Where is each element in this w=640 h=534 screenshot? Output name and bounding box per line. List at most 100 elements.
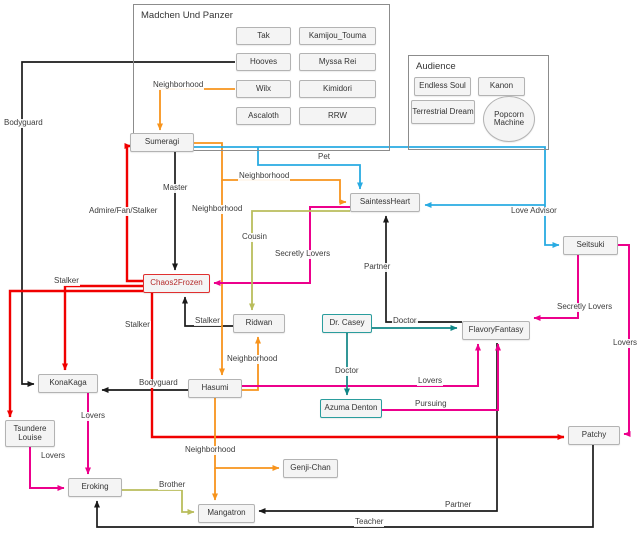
node-label-mangatron: Mangatron: [207, 508, 246, 518]
node-chaos2frozen: Chaos2Frozen: [143, 274, 210, 293]
edge-label-hasumi-flavoryfantasy: Lovers: [417, 376, 444, 386]
node-ridwan: Ridwan: [233, 314, 285, 333]
edge-label-flavoryfantasy-saintessheart: Partner: [363, 262, 392, 272]
node-hooves: Hooves: [236, 53, 291, 71]
edge-label-seitsuki-patchy: Lovers: [612, 338, 639, 348]
node-tak: Tak: [236, 27, 291, 45]
edge-label-drcasey-azuma: Doctor: [334, 366, 360, 376]
node-label-konakaga: KonaKaga: [49, 378, 87, 388]
edge-label-sumeragi-chaos2frozen: Master: [162, 183, 189, 193]
edge-chaos2frozen-konakaga: [62, 284, 143, 371]
edge-hooves-konakaga: [21, 61, 235, 387]
node-kanon: Kanon: [478, 77, 525, 96]
edge-seitsuki-flavoryfantasy: [533, 255, 579, 321]
edge-patchy-eroking: [94, 445, 594, 528]
node-seitsuki: Seitsuki: [563, 236, 618, 255]
edge-chaos2frozen-tsundere: [7, 289, 143, 418]
node-label-azuma-denton: Azuma Denton: [324, 403, 378, 413]
node-popcorn-machine: Popcorn Machine: [483, 96, 535, 142]
node-eroking: Eroking: [68, 478, 122, 497]
edge-label-patchy-eroking: Teacher: [354, 517, 385, 527]
node-sumeragi: Sumeragi: [130, 133, 194, 152]
edge-label-seitsuki-flavoryfantasy: Secretly Lovers: [556, 302, 614, 312]
edge-label-saintessheart-chaos2frozen: Secretly Lovers: [274, 249, 332, 259]
edge-label-sumeragi-hasumi: Neighborhood: [191, 204, 244, 214]
edge-tsundere-eroking: [29, 447, 65, 491]
node-wilx: Wilx: [236, 80, 291, 98]
edge-chaos2frozen-patchy: [150, 293, 565, 440]
node-hasumi: Hasumi: [188, 379, 242, 398]
node-label-myssa-rei: Myssa Rei: [318, 56, 357, 66]
edge-azuma-flavoryfantasy: [382, 343, 501, 411]
node-mangatron: Mangatron: [198, 504, 255, 523]
node-label-kamijou-touma: Kamijou_Touma: [308, 30, 367, 40]
edge-ridwan-chaos2frozen: [182, 296, 233, 327]
node-terrestrial-dream: Terrestrial Dream: [411, 100, 475, 124]
node-label-dr-casey: Dr. Casey: [329, 318, 365, 328]
node-label-rrw: RRW: [328, 110, 347, 120]
group-audience: Audience: [408, 55, 549, 150]
edge-label-hasumi-ridwan: Neighborhood: [226, 354, 279, 364]
edge-saintessheart-ridwan: [249, 210, 350, 311]
edge-label-konakaga-eroking: Lovers: [80, 411, 107, 421]
edge-label-hooves-konakaga: Bodyguard: [3, 118, 44, 128]
node-label-patchy: Patchy: [581, 430, 607, 440]
node-label-ascaloth: Ascaloth: [248, 110, 279, 120]
node-label-wilx: Wilx: [255, 83, 272, 93]
node-tsundere-louise: Tsundere Louise: [5, 420, 55, 447]
node-label-tak: Tak: [257, 30, 270, 40]
node-label-sumeragi: Sumeragi: [144, 137, 180, 147]
edge-flavoryfantasy-mangatron: [258, 343, 498, 514]
node-label-kimidori: Kimidori: [323, 83, 352, 93]
edge-label-chaos2frozen-patchy: Stalker: [124, 320, 151, 330]
edge-label-flavoryfantasy-mangatron: Partner: [444, 500, 473, 510]
node-kimidori: Kimidori: [299, 80, 376, 98]
node-dr-casey: Dr. Casey: [322, 314, 372, 333]
node-label-seitsuki: Seitsuki: [576, 240, 605, 250]
edge-label-tsundere-eroking: Lovers: [40, 451, 67, 461]
node-label-terrestrial-dream: Terrestrial Dream: [412, 106, 474, 116]
group-madchen-und-panzer: Madchen Und Panzer: [133, 4, 390, 151]
node-ascaloth: Ascaloth: [236, 107, 291, 125]
edge-hasumi-ridwan: [242, 336, 261, 391]
node-label-endless-soul: Endless Soul: [419, 81, 466, 91]
edge-label-wilx-sumeragi: Neighborhood: [152, 80, 205, 90]
edge-label-saintessheart-ridwan: Cousin: [241, 232, 268, 242]
edge-label-hasumi-konakaga: Bodyguard: [138, 378, 179, 388]
node-label-chaos2frozen: Chaos2Frozen: [150, 278, 203, 288]
edge-hasumi-genji-chan: [214, 398, 280, 471]
edge-label-sumeragi-saintessheart-pet: Pet: [317, 152, 332, 162]
edge-label-azuma-flavoryfantasy: Pursuing: [414, 399, 448, 409]
group-title-madchen-und-panzer: Madchen Und Panzer: [141, 10, 233, 21]
node-label-ridwan: Ridwan: [245, 318, 273, 328]
edge-label-chaos2frozen-sumeragi: Admire/Fan/Stalker: [88, 206, 159, 216]
node-rrw: RRW: [299, 107, 376, 125]
node-label-flavoryfantasy: FlavoryFantasy: [468, 325, 524, 335]
edge-label-sumeragi-saintessheart: Neighborhood: [238, 171, 291, 181]
node-label-hooves: Hooves: [249, 56, 278, 66]
edge-sumeragi-saintessheart-pet: [257, 147, 363, 190]
node-flavoryfantasy: FlavoryFantasy: [462, 321, 530, 340]
node-label-genji-chan: Genji-Chan: [290, 463, 331, 473]
node-azuma-denton: Azuma Denton: [320, 399, 382, 418]
node-label-popcorn-machine: Popcorn Machine: [493, 109, 525, 127]
group-title-audience: Audience: [416, 61, 456, 72]
edge-sumeragi-seitsuki: [194, 146, 560, 248]
node-myssa-rei: Myssa Rei: [299, 53, 376, 71]
edge-label-seitsuki-saintessheart: Love Advisor: [510, 206, 558, 216]
node-label-hasumi: Hasumi: [201, 383, 229, 393]
node-label-tsundere-louise: Tsundere Louise: [13, 424, 47, 442]
edge-label-hasumi-genji-chan: Neighborhood: [184, 445, 237, 455]
edge-label-drcasey-flavoryfantasy: Doctor: [392, 316, 418, 326]
node-konakaga: KonaKaga: [38, 374, 98, 393]
edge-label-chaos2frozen-konakaga: Stalker: [53, 276, 80, 286]
node-saintessheart: SaintessHeart: [350, 193, 420, 212]
node-label-eroking: Eroking: [81, 482, 109, 492]
edge-label-eroking-mangatron: Brother: [158, 480, 187, 490]
node-endless-soul: Endless Soul: [414, 77, 471, 96]
node-label-kanon: Kanon: [489, 81, 514, 91]
node-label-saintessheart: SaintessHeart: [359, 197, 411, 207]
edge-saintessheart-chaos2frozen: [213, 206, 350, 286]
edge-label-ridwan-chaos2frozen: Stalker: [194, 316, 221, 326]
